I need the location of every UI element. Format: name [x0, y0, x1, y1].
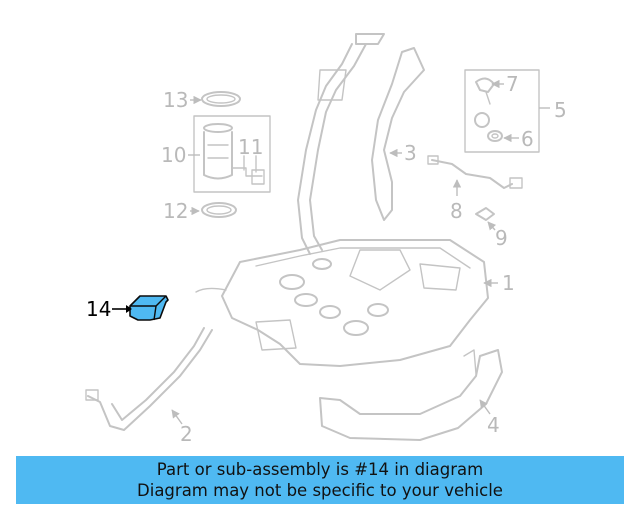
- callout-5: 5: [554, 98, 567, 122]
- part-7-valve: [475, 77, 495, 105]
- part-13-lock-ring: [201, 91, 241, 107]
- part-6-grommet: [474, 112, 503, 142]
- banner-line-1: Part or sub-assembly is #14 in diagram: [156, 460, 484, 479]
- callout-13: 13: [163, 88, 188, 112]
- part-4-heat-shield: [319, 349, 503, 441]
- part-12-seal: [201, 202, 237, 218]
- callout-11: 11: [238, 135, 263, 159]
- callout-10: 10: [161, 143, 186, 167]
- callout-12: 12: [163, 199, 188, 223]
- part-9-clip: [475, 207, 495, 221]
- callout-4: 4: [487, 413, 500, 437]
- callout-3: 3: [404, 141, 417, 165]
- part-3-filler-neck-protector: [371, 47, 425, 221]
- callout-7: 7: [506, 72, 519, 96]
- part-8-vent-hose: [427, 155, 523, 189]
- filler-pipe: [297, 33, 385, 255]
- callout-1: 1: [502, 271, 515, 295]
- info-banner: Part or sub-assembly is #14 in diagram D…: [16, 456, 624, 504]
- parts-diagram: 13 10 11 12 3: [85, 33, 567, 446]
- callout-14: 14: [86, 297, 111, 321]
- part-10-fuel-pump-module: [193, 115, 271, 193]
- callout-8: 8: [450, 199, 463, 223]
- part-11-fuel-sender: [243, 155, 257, 173]
- part-5-valve-kit: [464, 69, 540, 153]
- banner-line-2: Diagram may not be specific to your vehi…: [137, 481, 503, 500]
- callout-2: 2: [180, 422, 193, 446]
- part-2-tank-strap: [85, 327, 213, 431]
- part-1-fuel-tank: [195, 239, 489, 367]
- part-14-highlighted-module[interactable]: [129, 295, 169, 321]
- callout-9: 9: [495, 226, 508, 250]
- callout-6: 6: [521, 127, 534, 151]
